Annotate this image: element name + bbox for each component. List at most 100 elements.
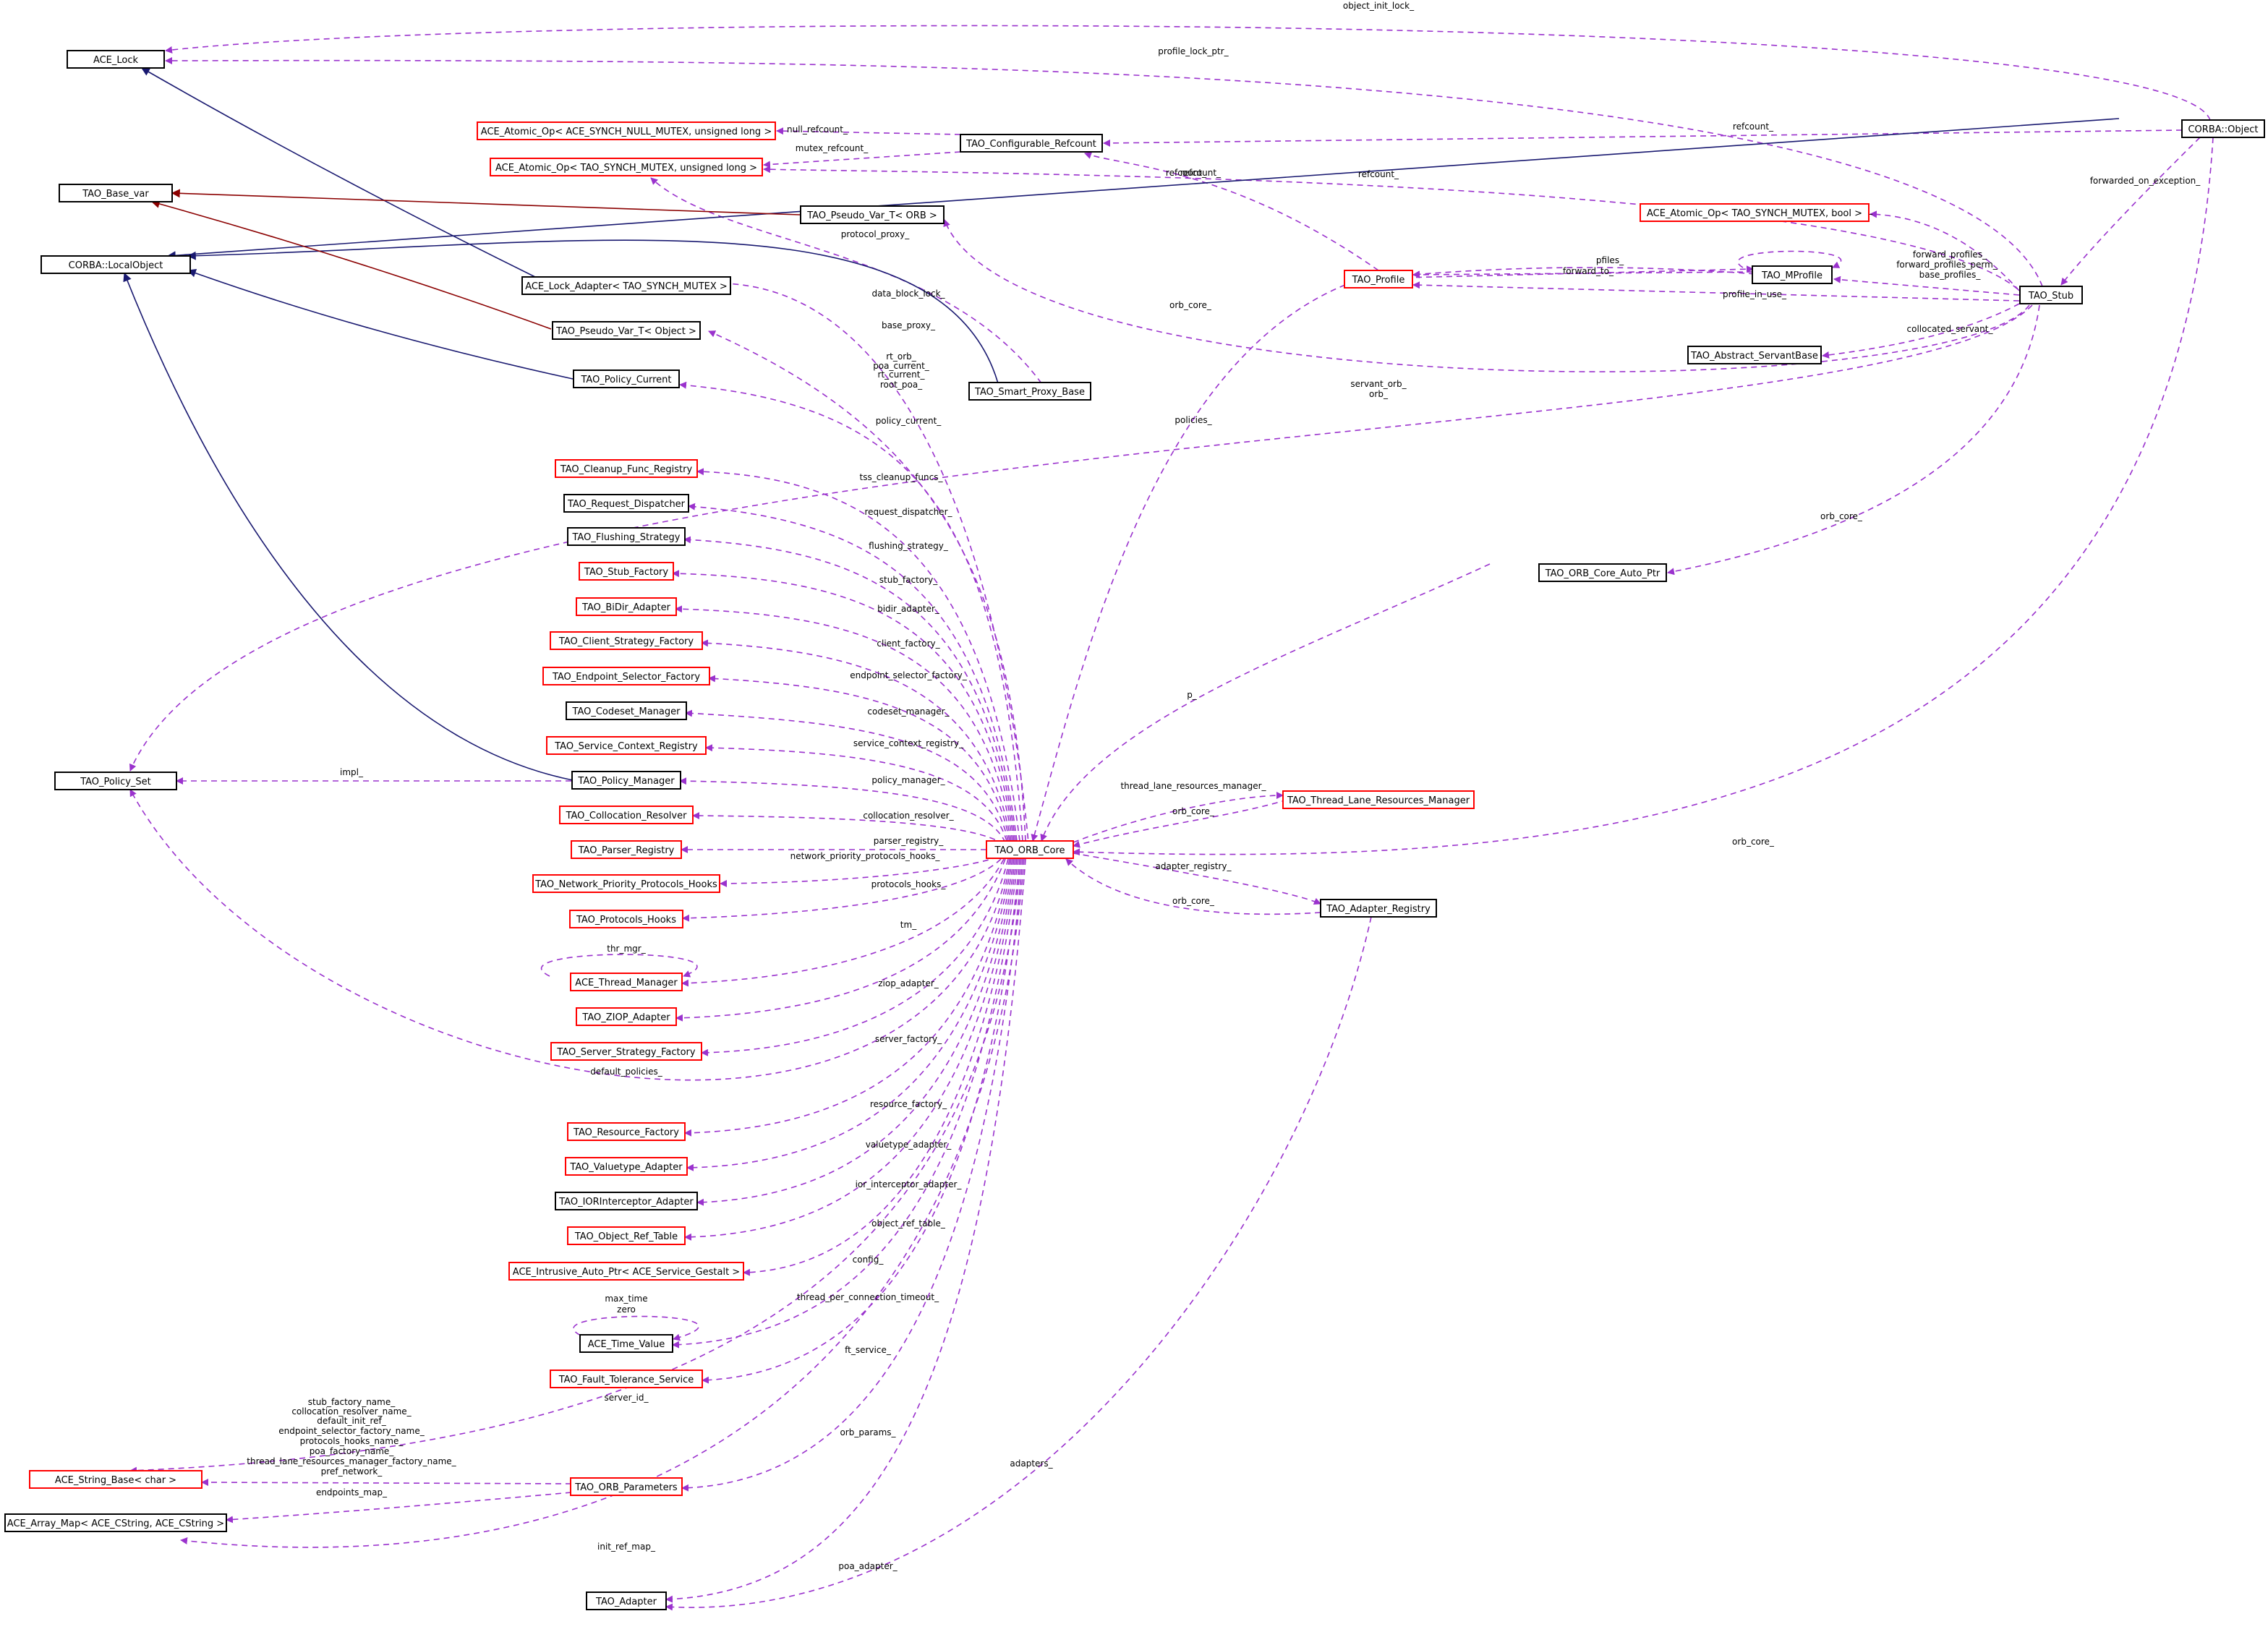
class-node-parser-registry[interactable]: TAO_Parser_Registry	[571, 840, 682, 859]
class-node-client-strategy[interactable]: TAO_Client_Strategy_Factory	[550, 631, 703, 650]
usage-edge	[683, 536, 1016, 842]
edge-label: mutex_refcount_	[796, 143, 869, 153]
edge-label: collocation_resolver_	[863, 811, 954, 821]
edge-label: max_time	[605, 1294, 647, 1304]
edge-label: refcount_	[1733, 121, 1774, 132]
class-node-network-priority[interactable]: TAO_Network_Priority_Protocols_Hooks	[532, 874, 720, 893]
class-node-tao-adapter[interactable]: TAO_Adapter	[586, 1591, 667, 1610]
class-node-ace-lock[interactable]: ACE_Lock	[67, 50, 165, 69]
class-node-server-strategy[interactable]: TAO_Server_Strategy_Factory	[550, 1042, 702, 1061]
edge-label: thread_lane_resources_manager_factory_na…	[247, 1456, 456, 1466]
class-node-corba-localobject[interactable]: CORBA::LocalObject	[40, 255, 191, 274]
class-node-policy-current[interactable]: TAO_Policy_Current	[573, 369, 680, 388]
edge-label: zero	[617, 1304, 636, 1315]
edge-label: stub_factory_name_	[308, 1397, 396, 1407]
class-node-atomic-bool[interactable]: ACE_Atomic_Op< TAO_SYNCH_MUTEX, bool >	[1640, 203, 1870, 222]
class-node-orb-parameters[interactable]: TAO_ORB_Parameters	[570, 1477, 683, 1496]
class-node-atomic-null[interactable]: ACE_Atomic_Op< ACE_SYNCH_NULL_MUTEX, uns…	[477, 121, 776, 140]
class-node-pseudo-var-orb[interactable]: TAO_Pseudo_Var_T< ORB >	[800, 205, 945, 224]
class-node-corba-object[interactable]: CORBA::Object	[2181, 119, 2265, 138]
usage-edge	[682, 858, 1002, 922]
usage-edge	[708, 279, 1031, 860]
edge-label: ior_interceptor_adapter_	[856, 1179, 963, 1189]
class-node-valuetype-adapter[interactable]: TAO_Valuetype_Adapter	[565, 1157, 688, 1176]
inheritance-edge	[140, 67, 536, 278]
edge-label: collocated_servant_	[1907, 324, 1994, 334]
class-node-tao-policy-set[interactable]: TAO_Policy_Set	[54, 772, 177, 790]
usage-edge	[684, 858, 1012, 1137]
class-node-protocols-hooks[interactable]: TAO_Protocols_Hooks	[569, 910, 683, 928]
usage-edge	[541, 954, 698, 978]
class-node-collocation-resolver[interactable]: TAO_Collocation_Resolver	[559, 806, 694, 824]
class-box	[550, 631, 703, 650]
class-node-ziop-adapter[interactable]: TAO_ZIOP_Adapter	[576, 1007, 677, 1026]
class-node-ace-string-base[interactable]: ACE_String_Base< char >	[29, 1470, 202, 1489]
usage-edge	[943, 219, 2030, 372]
usage-edge	[763, 151, 961, 168]
edge-label: endpoint_selector_factory_	[850, 670, 967, 680]
class-label: TAO_Base_var	[82, 189, 149, 200]
class-node-policy-manager[interactable]: TAO_Policy_Manager	[571, 771, 681, 790]
class-box	[2019, 286, 2083, 304]
edge-label: tm_	[900, 920, 917, 930]
class-node-stub-factory[interactable]: TAO_Stub_Factory	[579, 562, 674, 581]
class-box	[563, 494, 689, 513]
class-node-request-dispatcher[interactable]: TAO_Request_Dispatcher	[563, 494, 689, 513]
class-node-ior-interceptor[interactable]: TAO_IORInterceptor_Adapter	[555, 1192, 698, 1210]
usage-edge	[1073, 853, 1321, 905]
usage-edge	[705, 744, 1007, 842]
usage-edge	[226, 1492, 572, 1524]
class-label: TAO_Configurable_Refcount	[965, 139, 1096, 150]
class-box	[477, 121, 776, 140]
usage-edge	[1412, 267, 1765, 278]
usage-edge	[701, 858, 1009, 1056]
class-node-ace-array-map[interactable]: ACE_Array_Map< ACE_CString, ACE_CString …	[4, 1513, 227, 1532]
usage-edge	[702, 858, 1020, 1384]
edge-label: poa_current_	[873, 361, 930, 371]
class-node-smart-proxy-base[interactable]: TAO_Smart_Proxy_Base	[968, 382, 1091, 401]
class-node-service-context[interactable]: TAO_Service_Context_Registry	[546, 736, 707, 755]
class-node-orb-core-auto-ptr[interactable]: TAO_ORB_Core_Auto_Ptr	[1538, 563, 1667, 582]
class-node-time-value[interactable]: ACE_Time_Value	[579, 1334, 673, 1353]
usage-edge	[1667, 304, 2040, 576]
class-node-bidir-adapter[interactable]: TAO_BiDir_Adapter	[576, 597, 677, 616]
class-node-thread-lane[interactable]: TAO_Thread_Lane_Resources_Manager	[1282, 790, 1475, 809]
class-box	[567, 1226, 686, 1245]
class-node-tao-stub[interactable]: TAO_Stub	[2019, 286, 2083, 304]
edge-label: ziop_adapter_	[878, 978, 939, 988]
class-node-tao-base-var[interactable]: TAO_Base_var	[59, 184, 173, 202]
class-node-configurable-refcount[interactable]: TAO_Configurable_Refcount	[960, 134, 1103, 153]
class-label: TAO_Object_Ref_Table	[574, 1231, 678, 1242]
class-node-tao-mprofile[interactable]: TAO_MProfile	[1752, 265, 1833, 284]
class-node-pseudo-var-object[interactable]: TAO_Pseudo_Var_T< Object >	[552, 321, 701, 340]
edge-label: policies_	[1174, 415, 1212, 425]
usage-edge	[165, 25, 2211, 121]
class-box	[567, 1122, 686, 1141]
class-box	[550, 1042, 702, 1061]
class-node-object-ref-table[interactable]: TAO_Object_Ref_Table	[567, 1226, 686, 1245]
edge-label: config_	[853, 1255, 884, 1265]
edge-label: ft_service_	[845, 1345, 892, 1355]
class-node-adapter-registry[interactable]: TAO_Adapter_Registry	[1320, 899, 1437, 918]
class-node-tao-profile[interactable]: TAO_Profile	[1344, 270, 1413, 289]
class-node-endpoint-selector[interactable]: TAO_Endpoint_Selector_Factory	[542, 667, 710, 685]
class-label: TAO_Resource_Factory	[573, 1127, 679, 1138]
class-node-flushing-strategy[interactable]: TAO_Flushing_Strategy	[567, 527, 686, 546]
class-node-orb-core[interactable]: TAO_ORB_Core	[986, 840, 1074, 859]
class-node-codeset-manager[interactable]: TAO_Codeset_Manager	[566, 701, 687, 720]
class-node-thread-manager[interactable]: ACE_Thread_Manager	[570, 973, 683, 991]
class-node-atomic-mutex[interactable]: ACE_Atomic_Op< TAO_SYNCH_MUTEX, unsigned…	[490, 158, 763, 176]
class-node-resource-factory[interactable]: TAO_Resource_Factory	[567, 1122, 686, 1141]
protected-inheritance-edge	[150, 200, 552, 330]
class-node-abstract-servantbase[interactable]: TAO_Abstract_ServantBase	[1687, 346, 1822, 364]
edge-label: stub_factory_	[879, 575, 938, 585]
edge-label: policy_manager_	[871, 775, 945, 785]
class-node-lock-adapter[interactable]: ACE_Lock_Adapter< TAO_SYNCH_MUTEX >	[521, 276, 731, 295]
class-node-cleanup-registry[interactable]: TAO_Cleanup_Func_Registry	[555, 459, 698, 478]
class-box	[555, 459, 698, 478]
edge-label: policy_current_	[876, 416, 942, 426]
class-node-intrusive-auto-ptr[interactable]: ACE_Intrusive_Auto_Ptr< ACE_Service_Gest…	[508, 1262, 744, 1281]
class-node-fault-tolerance[interactable]: TAO_Fault_Tolerance_Service	[550, 1370, 703, 1388]
usage-edge	[180, 858, 1025, 1548]
